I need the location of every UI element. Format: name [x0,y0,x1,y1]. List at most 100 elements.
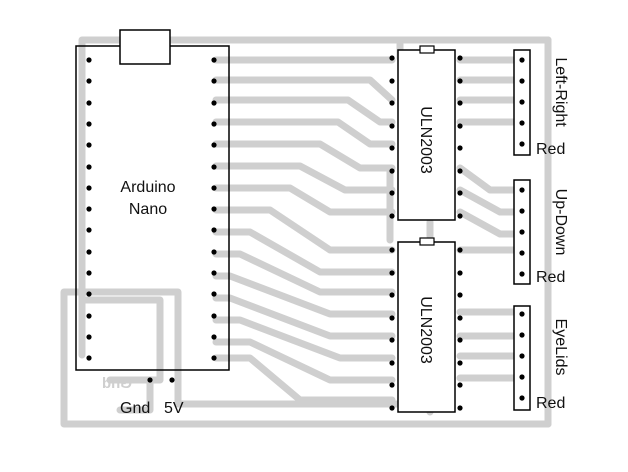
chip-bottom-left-pin-1 [389,247,395,253]
connector-eyelids: EyeLids Red [513,305,569,412]
connector-up-down: Up-Down Red [513,179,569,286]
connector-left-right-pin-4 [519,120,525,126]
chip-top-right-pin-6 [457,168,463,174]
connector-left-right-label: Left-Right [552,57,569,127]
connector-left-right-pins [519,57,525,147]
chip-top-pins [389,55,463,219]
arduino-name-label: Arduino [120,179,175,196]
arduino-left-pin-13 [86,313,92,319]
chip-bottom-left-pin-2 [389,270,395,276]
chip-top-right-pin-8 [457,213,463,219]
connector-up-down-pins [519,187,525,277]
chip-top-right-pin-3 [457,100,463,106]
connector-up-down-pin-1 [519,187,525,193]
arduino-left-pin-6 [86,164,92,170]
uln2003-chip-top: ULN2003 [389,45,463,221]
chip-top-left-pin-1 [389,55,395,61]
chip-bottom-left-pin-6 [389,360,395,366]
connector-up-down-label: Up-Down [552,189,569,256]
uln2003-chip-bottom: ULN2003 [389,237,463,413]
chip-top-left-pin-7 [389,190,395,196]
trace-ard-2 [212,76,396,104]
connector-left-right: Left-Right Red [513,49,569,158]
arduino-right-pin-3 [211,100,217,106]
chip-bottom-right-pin-8 [457,405,463,411]
arduino-right-pin-15 [211,355,217,361]
arduino-right-pin-6 [211,164,217,170]
connector-left-right-pin-5 [519,141,525,147]
arduino-right-pin-13 [211,313,217,319]
arduino-pins-left [86,57,92,361]
trace-ard-11 [212,272,396,318]
gnd-pad [147,377,153,383]
connector-left-right-pin-2 [519,78,525,84]
chip-bottom-right-pin-1 [457,247,463,253]
chip-bottom-left-pin-3 [389,292,395,298]
trace-ard-8 [212,206,396,254]
arduino-right-pin-2 [211,78,217,84]
connector-up-down-pin-5 [519,271,525,277]
chip-top-left-pin-4 [389,123,395,129]
arduino-right-pin-1 [211,57,217,63]
connector-left-right-pin-1 [519,57,525,63]
arduino-left-pin-3 [86,100,92,106]
arduino-right-pin-11 [211,270,217,276]
chip-bottom-right-pin-2 [457,270,463,276]
chip-top-label: ULN2003 [417,106,434,174]
arduino-right-pin-4 [211,121,217,127]
trace-ard-7 [212,184,396,216]
arduino-right-pin-10 [211,249,217,255]
chip-top-right-pin-4 [457,123,463,129]
chip-top-left-pin-8 [389,213,395,219]
trace-conn2-1 [456,164,524,194]
chip-top-right-pin-5 [457,145,463,151]
chip-top-left-pin-5 [389,145,395,151]
chip-top-left-pin-2 [389,78,395,84]
connector-up-down-red-label: Red [536,269,565,286]
connector-eyelids-pin-4 [519,374,525,380]
arduino-model-label: Nano [129,201,167,218]
arduino-left-pin-2 [86,78,92,84]
arduino-left-pin-5 [86,142,92,148]
arduino-left-pin-8 [86,206,92,212]
pcb-traces [60,36,552,428]
chip-top-right-pin-1 [457,55,463,61]
chip-top-left-pin-3 [389,100,395,106]
trace-ard-3 [212,96,396,126]
chip-top-notch [419,45,435,54]
chip-top-right-pin-2 [457,78,463,84]
trace-ard-14 [212,338,396,384]
chip-bottom-right-pin-6 [457,360,463,366]
power-pads: Gnd Gnd 5V [102,375,184,417]
chip-bottom-right-pin-4 [457,315,463,321]
arduino-left-pin-10 [86,249,92,255]
chip-bottom-label: ULN2003 [417,296,434,364]
arduino-left-pin-4 [86,121,92,127]
trace-gnd-loop [78,296,164,384]
arduino-left-pin-9 [86,227,92,233]
trace-ard-12 [212,294,396,340]
trace-gnd-feed [116,376,154,414]
arduino-left-pin-15 [86,355,92,361]
chip-bottom-left-pin-5 [389,337,395,343]
gnd-label: Gnd [120,400,150,417]
mirrored-gnd-text: Gnd [102,375,132,392]
connector-eyelids-pin-3 [519,353,525,359]
arduino-left-pin-12 [86,291,92,297]
trace-ard-15 [212,354,396,404]
trace-ard-10 [212,250,396,296]
trace-ard-6 [212,162,396,194]
chip-top-left-pin-6 [389,168,395,174]
trace-ard-4 [212,118,396,148]
connector-eyelids-pin-5 [519,395,525,401]
arduino-right-pin-8 [211,206,217,212]
arduino-right-pin-9 [211,227,217,233]
arduino-right-pin-7 [211,185,217,191]
v5-label: 5V [164,400,184,417]
connector-up-down-pin-4 [519,250,525,256]
chip-bottom-pins [389,247,463,411]
chip-bottom-right-pin-3 [457,292,463,298]
trace-ard-5 [212,140,396,172]
chip-bottom-left-pin-4 [389,315,395,321]
